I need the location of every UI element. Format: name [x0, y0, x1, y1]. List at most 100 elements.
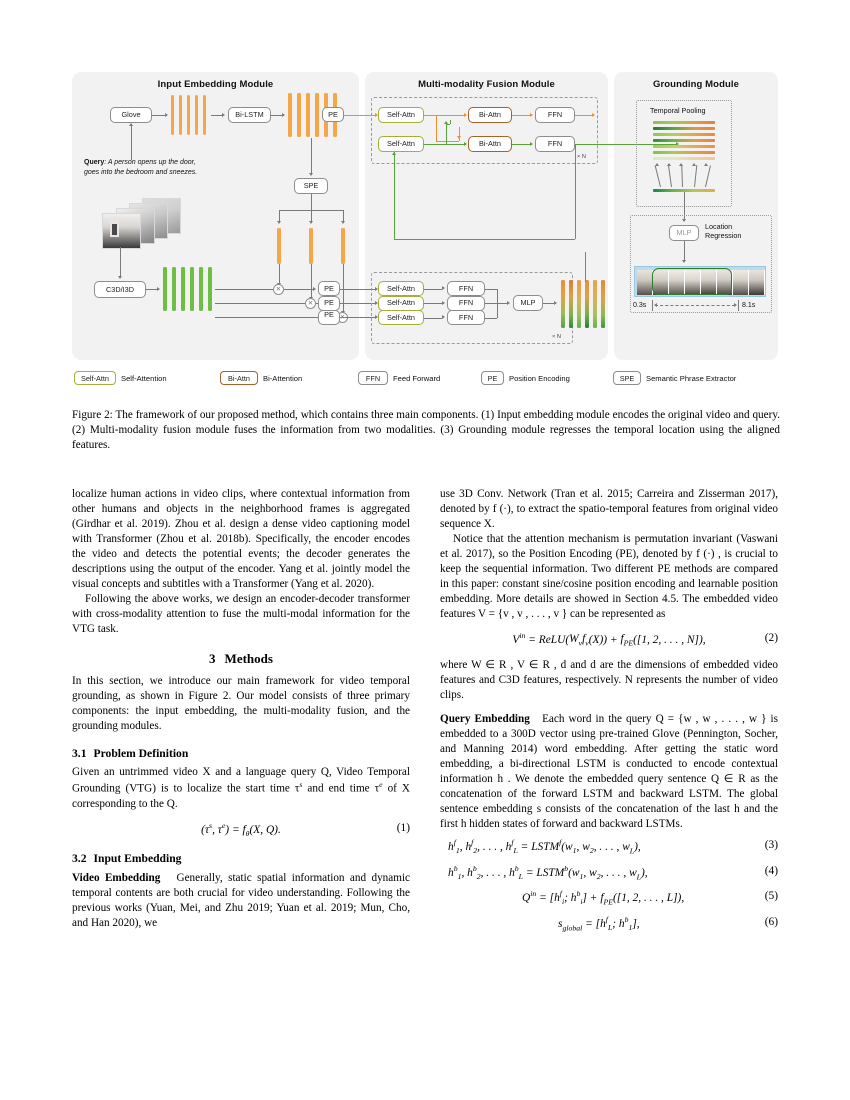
- section-title-methods: Methods: [224, 650, 273, 666]
- arrowhead-video-cross-to-biattn-text: [443, 121, 448, 124]
- legend-item-bi-attn: Bi-Attn Bi-Attention: [220, 371, 302, 385]
- subsection-title-input-embedding: Input Embedding: [93, 852, 182, 866]
- module-title-grounding: Grounding Module: [652, 79, 740, 90]
- arrowhead-duration-right: [734, 303, 737, 307]
- node-bi-attn-text: Bi-Attn: [468, 107, 512, 123]
- node-self-attn-dec-1: Self-Attn: [378, 281, 424, 296]
- node-self-attn-video: Self-Attn: [378, 136, 424, 152]
- equation-6-tag: (6): [764, 915, 778, 928]
- figure-2: Input Embedding Module Multi-modality Fu…: [72, 72, 778, 362]
- edge-wordbars-to-spe: [311, 138, 312, 174]
- edge-pooling-to-mlp: [684, 192, 685, 220]
- equation-6: sglobal = [hfL; hb1], (6): [558, 914, 778, 932]
- query-caption: Query: A person opens up the door, goes …: [84, 158, 202, 178]
- edge-biattn-text-to-ffn: [512, 115, 531, 116]
- fusion-encoder-dashbox: [371, 97, 598, 164]
- arrowhead-pe1-to-selfattn: [375, 286, 378, 291]
- subsection-number-31: 3.1: [72, 746, 87, 760]
- edge-ffn3-merge: [485, 317, 497, 319]
- edge-phrase-3-down: [343, 264, 344, 312]
- duration-dashed-line: [655, 305, 735, 306]
- paragraph-left-4: Given an untrimmed video X and a languag…: [72, 766, 410, 810]
- edge-sa1-to-ffn1: [424, 288, 442, 290]
- node-bi-lstm: Bi-LSTM: [228, 107, 271, 123]
- edge-text-cross-h: [436, 141, 459, 142]
- edge-sa3-to-ffn3: [424, 317, 442, 319]
- arrowhead-wordbars-to-spe: [308, 173, 313, 176]
- edge-feedback-up: [394, 152, 395, 239]
- node-self-attn-dec-3: Self-Attn: [378, 310, 424, 325]
- edge-row1-to-pe: [284, 289, 314, 290]
- node-mlp-fusion: MLP: [513, 295, 543, 311]
- subsection-number-32: 3.2: [72, 852, 87, 866]
- edge-feedback-down: [575, 144, 576, 239]
- node-self-attn-text: Self-Attn: [378, 107, 424, 123]
- arrowhead-wordbars-to-bilstm: [222, 112, 225, 117]
- start-time-label: 0.3s: [633, 302, 647, 309]
- equation-4-tag: (4): [764, 864, 778, 877]
- edge-c3d-to-clipbars: [146, 289, 158, 290]
- arrowhead-row1-to-pe: [313, 286, 316, 291]
- arrowhead-sa1-to-ffn1: [442, 286, 445, 291]
- arrowhead-spe-branch-3: [340, 221, 345, 224]
- edge-biattn-video-to-ffn: [512, 144, 531, 145]
- edge-merge-to-mlp: [497, 303, 508, 304]
- node-pe-video-2: PE: [318, 295, 340, 311]
- edge-query-to-glove: [131, 124, 132, 160]
- arrowhead-feedback-to-selfattn-video: [391, 152, 396, 155]
- edge-ffn1-merge: [485, 288, 497, 290]
- edge-bilstm-to-wordbars-b: [271, 115, 283, 116]
- edge-text-cross-down2: [459, 127, 460, 141]
- arrowhead-frames-to-c3d: [117, 276, 122, 279]
- edge-video-cross-up: [446, 124, 447, 144]
- paragraph-right-2: Notice that the attention mechanism is p…: [440, 532, 778, 620]
- node-pe-text: PE: [322, 107, 344, 122]
- arrowhead-biattn-text-to-ffn: [530, 112, 533, 117]
- arrowhead-query-to-glove: [128, 123, 133, 126]
- subsection-title-problem-definition: Problem Definition: [93, 746, 189, 760]
- section-number-3: 3: [209, 650, 216, 666]
- arrowhead-ffn-video-to-pooling: [676, 141, 679, 146]
- equation-3: hf1, hf2, . . . , hfL = LSTMf(w1, w2, . …: [448, 838, 778, 856]
- edge-sa2-to-ffn2: [424, 303, 442, 304]
- paragraph-left-2: Following the above works, we design an …: [72, 592, 410, 635]
- figure-legend: Self-Attn Self-Attention Bi-Attn Bi-Atte…: [72, 368, 782, 392]
- edge-outbars-up: [585, 252, 586, 282]
- arrowhead-pe2-to-selfattn: [375, 300, 378, 305]
- node-glove: Glove: [110, 107, 152, 123]
- edge-glove-to-wordbars: [152, 115, 166, 116]
- legend-box-pe: PE: [481, 371, 504, 385]
- arrowhead-merge-to-mlp: [507, 300, 510, 305]
- end-time-tick: [738, 300, 739, 311]
- equation-2-tag: (2): [764, 631, 778, 644]
- equation-3-tag: (3): [764, 839, 778, 852]
- edge-spe-branch-1: [279, 210, 280, 222]
- arrowhead-text-cross-to-biattn-video: [456, 136, 461, 139]
- arrowhead-c3d-to-clipbars: [157, 286, 160, 291]
- edge-pe2-to-selfattn: [340, 303, 376, 304]
- repeat-n-decoder: × N: [552, 334, 561, 340]
- arrowhead-mlp-to-strip: [681, 260, 686, 263]
- arrowhead-selfattn-video-to-biattn: [464, 141, 467, 146]
- edge-frames-to-c3d: [120, 247, 121, 277]
- arrowhead-sa3-to-ffn3: [442, 315, 445, 320]
- body-column-left: localize human actions in video clips, w…: [72, 487, 410, 930]
- legend-box-self-attn: Self-Attn: [74, 371, 116, 385]
- node-ffn-video: FFN: [535, 136, 575, 152]
- edge-selfattn-text-out: [424, 115, 466, 116]
- edge-clip-row-3: [215, 317, 337, 318]
- arrowhead-pooling-to-mlp: [681, 219, 686, 222]
- runin-video-embedding: Video Embedding: [72, 871, 161, 884]
- start-time-tick: [652, 300, 653, 311]
- legend-box-spe: SPE: [613, 371, 641, 385]
- legend-text-pe: Position Encoding: [509, 373, 570, 383]
- edge-text-cross-down: [436, 115, 437, 141]
- node-pe-video-row3: PE: [318, 310, 340, 325]
- module-title-input-embedding: Input Embedding Module: [157, 79, 274, 90]
- edge-video-cross-h: [446, 124, 450, 125]
- multiply-op-2: ✕: [305, 297, 316, 309]
- edge-ffn2-merge: [485, 303, 497, 304]
- equation-5: Qin = [hfi; hbi] + fPE([1, 2, . . . , L]…: [522, 889, 778, 907]
- edge-pe-to-fusion: [344, 115, 376, 116]
